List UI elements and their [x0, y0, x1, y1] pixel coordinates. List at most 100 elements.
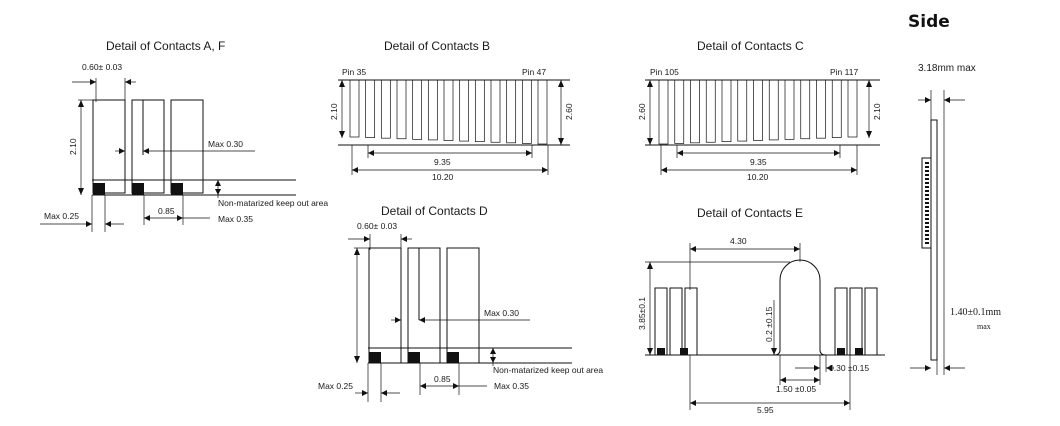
detail-e-title: Detail of Contacts E	[697, 206, 803, 220]
contact-pad	[446, 247, 480, 364]
detail-d-title: Detail of Contacts D	[381, 204, 488, 218]
pin	[784, 79, 795, 140]
side-contact-dot	[925, 210, 929, 212]
side-contact-dot	[925, 214, 929, 216]
side-contact-dot	[925, 194, 929, 196]
contact-pad	[654, 287, 668, 356]
detail-b-inner-width: 9.35	[434, 157, 451, 167]
pin	[365, 79, 376, 138]
side-contact-dot	[925, 218, 929, 220]
side-pcb-max-label: max	[977, 322, 991, 331]
side-contact-dot	[925, 162, 929, 164]
detail-c-outer-width: 10.20	[747, 172, 769, 182]
side-contact-dot	[925, 190, 929, 192]
side-contact-dot	[925, 230, 929, 232]
detail-c-right-height: 2.10	[872, 103, 882, 120]
pin	[506, 79, 517, 144]
pin	[412, 79, 423, 140]
pin	[380, 79, 391, 139]
detail-b-pin-end: Pin 47	[522, 67, 546, 77]
pin	[490, 79, 501, 143]
detail-af-max-a-label: Max 0.30	[208, 139, 243, 149]
side-contact-dot	[925, 242, 929, 244]
detail-contacts-d: Detail of Contacts D 0.60± 0.03 Max 0.30…	[318, 204, 603, 402]
contact-pad	[834, 287, 848, 356]
side-contact-dot	[925, 186, 929, 188]
side-pcb	[930, 119, 938, 361]
contact-pad	[864, 287, 878, 356]
contact-pad	[684, 287, 698, 356]
pin	[459, 79, 470, 142]
side-thickness-label: 3.18mm max	[918, 63, 976, 74]
contact-pad	[170, 99, 204, 194]
pin	[474, 79, 485, 143]
side-contact-dot	[925, 174, 929, 176]
side-contact-dot	[925, 226, 929, 228]
detail-b-title: Detail of Contacts B	[384, 39, 490, 53]
detail-af-height-label: 2.10	[68, 138, 78, 155]
pin	[831, 79, 842, 138]
pin	[753, 79, 763, 141]
contact-pad	[368, 247, 402, 364]
detail-d-pitch-label: 0.85	[434, 374, 451, 384]
pin	[349, 79, 360, 138]
detail-e-bottom-width: 5.95	[757, 405, 774, 415]
side-contact-dot	[925, 198, 929, 200]
pin-array	[349, 79, 548, 145]
side-contact-dot	[925, 166, 929, 168]
contact-pad	[92, 99, 126, 194]
detail-e-gap: 1.50 ±0.05	[776, 384, 816, 394]
detail-c-pin-end: Pin 117	[830, 67, 858, 77]
pin	[537, 79, 548, 145]
detail-c-title: Detail of Contacts C	[697, 39, 804, 53]
pin	[396, 79, 407, 140]
detail-e-height: 3.85±0.1	[637, 297, 647, 330]
detail-af-pitch-label: 0.85	[158, 206, 175, 216]
pin	[521, 79, 532, 144]
detail-d-width-label: 0.60± 0.03	[357, 221, 397, 231]
detail-contacts-e: Detail of Contacts E 4.30 3.85±0.1 0.2 ±…	[637, 206, 885, 415]
center-tab	[779, 259, 821, 350]
detail-af-width-label: 0.60± 0.03	[82, 62, 122, 72]
detail-contacts-c: Detail of Contacts C Pin 105 Pin 117 2.6…	[637, 39, 882, 182]
detail-e-offset: 0.30 ±0.15	[829, 363, 869, 373]
detail-d-max-b-label: Max 0.25	[318, 381, 353, 391]
side-contact-dot	[925, 178, 929, 180]
detail-contacts-b: Detail of Contacts B Pin 35 Pin 47 2.10 …	[329, 39, 574, 182]
detail-b-right-height: 2.60	[564, 103, 574, 120]
contact-pad	[131, 99, 165, 194]
side-view: 3.18mm max 1.40±0.1mm max	[910, 63, 1001, 375]
detail-d-max-c-label: Max 0.35	[494, 381, 529, 391]
detail-c-left-height: 2.60	[637, 103, 647, 120]
pin	[816, 79, 826, 139]
side-component	[921, 157, 932, 249]
pin	[690, 79, 700, 144]
side-contact-dot	[925, 182, 929, 184]
detail-af-max-b-label: Max 0.25	[44, 211, 79, 221]
detail-af-keepout-label: Non-matarized keep out area	[218, 198, 328, 208]
detail-af-title: Detail of Contacts A, F	[106, 39, 225, 53]
side-contact-dot	[925, 202, 929, 204]
side-contact-dot	[925, 206, 929, 208]
side-contact-dot	[925, 170, 929, 172]
pin	[674, 79, 685, 144]
detail-c-inner-width: 9.35	[750, 157, 767, 167]
pin	[443, 79, 454, 141]
detail-b-outer-width: 10.20	[432, 172, 454, 182]
detail-e-radius: 0.2 ±0.15	[764, 306, 774, 342]
pin	[427, 79, 438, 141]
pin	[721, 79, 732, 143]
detail-af-max-c-label: Max 0.35	[218, 214, 253, 224]
contact-pad	[407, 247, 441, 364]
detail-d-max-a-label: Max 0.30	[484, 308, 519, 318]
detail-c-pin-start: Pin 105	[650, 67, 679, 77]
side-contact-dot	[925, 222, 929, 224]
pin-array	[658, 79, 858, 145]
detail-e-top-width: 4.30	[730, 236, 747, 246]
pin	[705, 79, 716, 143]
pin	[847, 79, 858, 138]
contact-pad	[669, 287, 683, 356]
side-heading: Side	[908, 12, 950, 32]
detail-b-left-height: 2.10	[329, 103, 339, 120]
pin	[768, 79, 779, 141]
